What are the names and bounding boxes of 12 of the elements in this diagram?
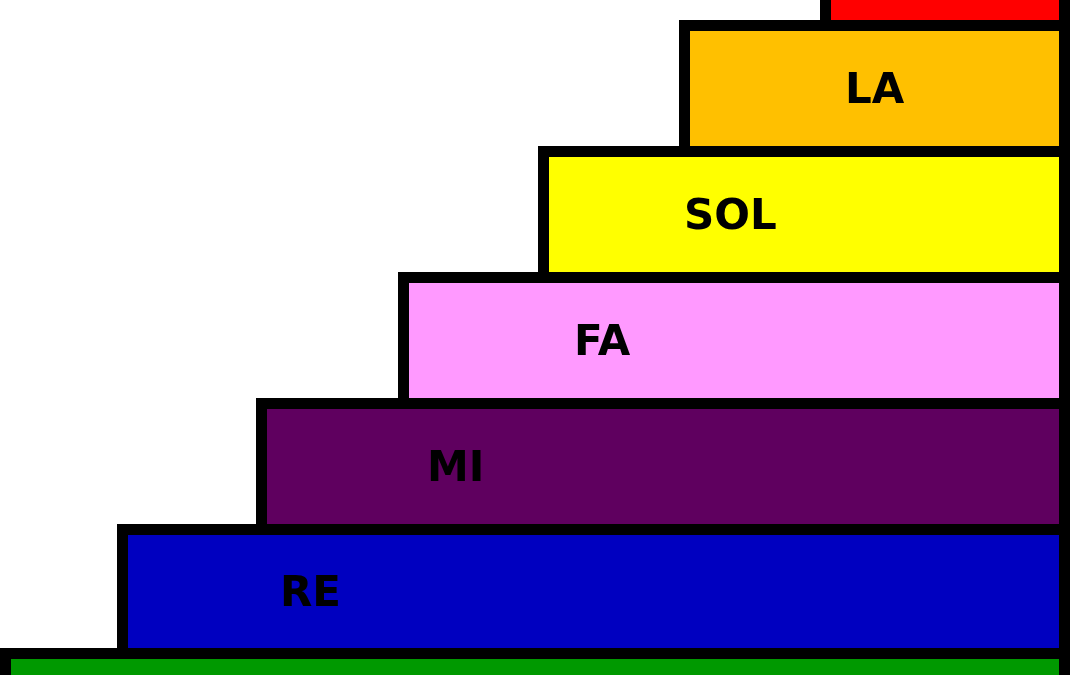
note-name: FA	[574, 319, 631, 362]
step-band	[398, 272, 1070, 398]
step-band	[679, 20, 1070, 146]
step-band	[538, 146, 1070, 272]
note-name: MI	[427, 445, 485, 488]
step-band	[256, 398, 1070, 524]
color-bar	[0, 648, 1070, 675]
color-bar	[820, 0, 1070, 20]
note-name: RE	[280, 570, 342, 613]
note-name: SOL	[684, 193, 777, 236]
note-name: LA	[845, 67, 905, 110]
step-band	[117, 524, 1070, 648]
